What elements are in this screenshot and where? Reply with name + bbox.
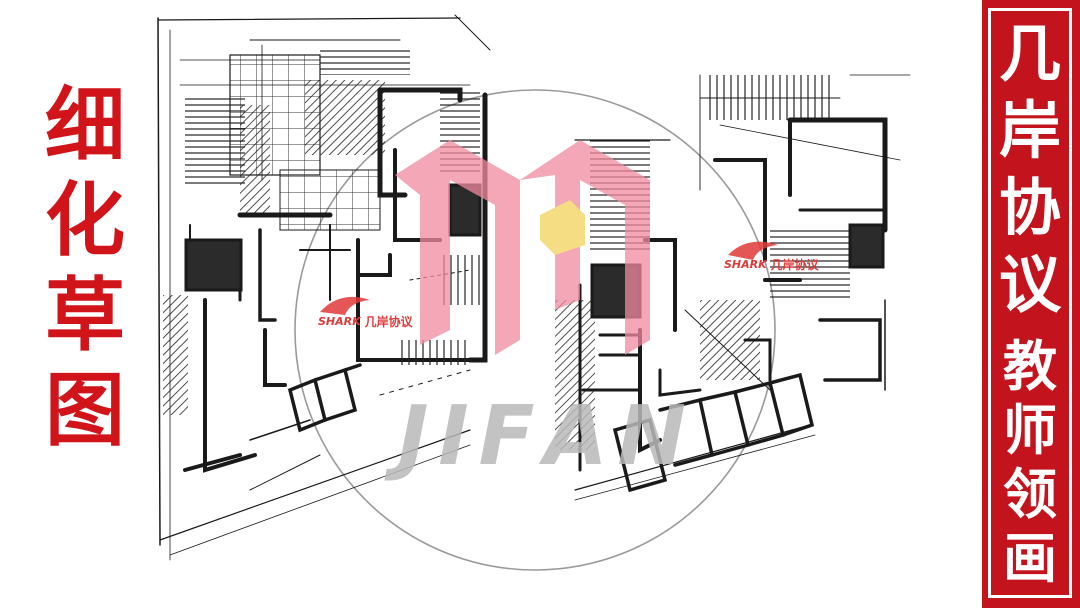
right-red-banner: 几 岸 协 议 教 师 领 画 [982, 0, 1080, 608]
left-title-char: 草 [45, 269, 125, 362]
shark-cn-right: 几岸协议 [770, 257, 819, 272]
watermark-letter: N [617, 389, 688, 484]
watermark-letter: I [438, 389, 471, 484]
banner-char: 画 [1003, 527, 1057, 590]
pink-logo-mark [395, 140, 650, 355]
left-title-char: 图 [45, 364, 125, 457]
shark-word-left: SHARK [318, 315, 361, 328]
jifan-watermark: J I F A N [398, 392, 688, 482]
banner-char: 领 [1003, 463, 1057, 526]
banner-title: 几 岸 协 议 [999, 15, 1061, 323]
shark-fin-icon-left [320, 296, 370, 315]
left-vertical-title: 细 化 草 图 [30, 78, 140, 458]
shark-badge-left: SHARK 几岸协议 [318, 315, 413, 328]
banner-frame: 几 岸 协 议 教 师 领 画 [988, 8, 1072, 598]
banner-char: 教 [1003, 335, 1057, 398]
watermark-letter: J [398, 389, 431, 484]
watermark-circle [294, 89, 776, 571]
banner-char: 议 [998, 248, 1061, 321]
watermark-letter: A [544, 389, 610, 484]
shark-fin-icon-right [728, 241, 778, 260]
shark-badge-right: SHARK 几岸协议 [724, 258, 819, 271]
watermark-letter: F [478, 389, 537, 484]
banner-char: 师 [1003, 399, 1057, 462]
banner-char: 岸 [998, 94, 1061, 167]
left-floor-plan [157, 14, 491, 561]
shark-word-right: SHARK [724, 258, 767, 271]
left-title-char: 化 [45, 174, 125, 267]
banner-char: 协 [998, 171, 1061, 244]
banner-subtitle: 教 师 领 画 [1003, 335, 1057, 591]
left-title-char: 细 [45, 79, 125, 172]
shark-cn-left: 几岸协议 [364, 314, 413, 329]
banner-char: 几 [998, 17, 1061, 90]
